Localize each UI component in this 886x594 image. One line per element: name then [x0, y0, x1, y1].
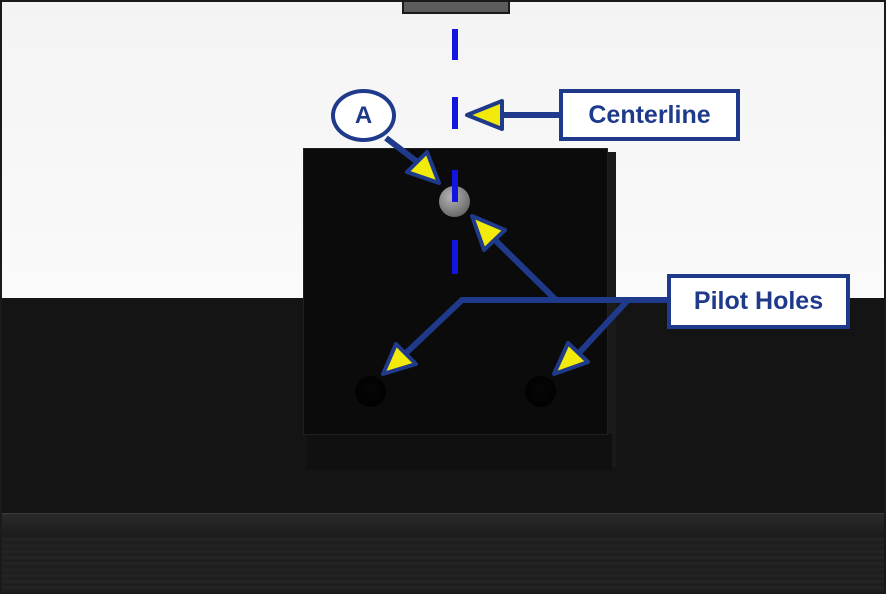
arrow-icon	[470, 214, 507, 252]
pilot-holes-label: Pilot Holes	[667, 274, 850, 329]
bracket-side-edge	[607, 152, 616, 467]
pilot-hole-right	[525, 376, 556, 407]
figure-tab	[402, 2, 510, 14]
centerline-label: Centerline	[559, 89, 740, 141]
base-surface	[2, 537, 884, 592]
bracket-lower-shadow	[307, 434, 612, 470]
pilot-hole-left	[355, 376, 386, 407]
arrow-icon	[381, 342, 418, 376]
arrow-icon	[552, 341, 590, 376]
pilot-holes-leaders	[401, 236, 667, 358]
arrow-icon	[465, 99, 504, 131]
rail-ledge	[2, 513, 884, 538]
marker-a: A	[331, 89, 396, 142]
marker-a-leader	[384, 135, 441, 185]
arrow-icon	[405, 150, 441, 185]
centerline-leader	[465, 99, 559, 131]
